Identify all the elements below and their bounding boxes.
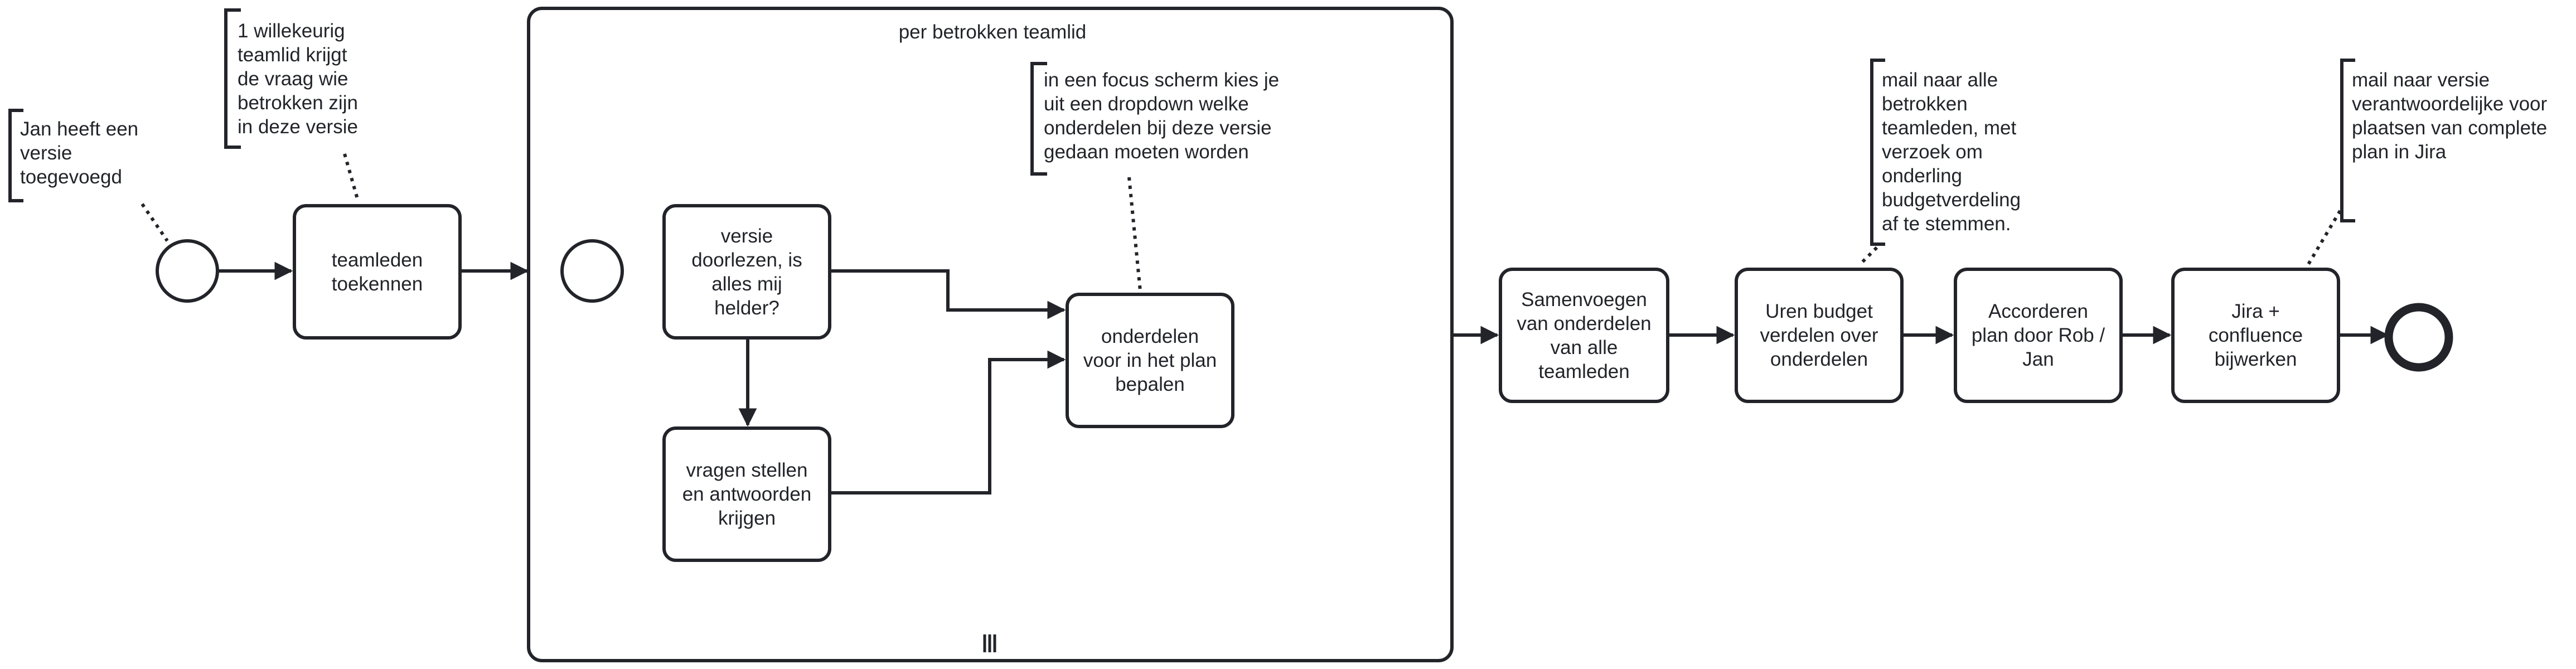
- multi-instance-marker: [983, 634, 996, 652]
- annotation-mail-owner: mail naar versie verantwoordelijke voor …: [2352, 69, 2548, 163]
- association-focus: [1127, 177, 1142, 292]
- annotation-bracket-jan: [8, 109, 23, 202]
- association-mail-all: [1858, 246, 1878, 266]
- annotation-bracket-mail-owner: [2340, 59, 2355, 222]
- subprocess-title: per betrokken teamlid: [898, 21, 1087, 43]
- association-mail-owner: [2307, 210, 2342, 265]
- task-assign-members: teamleden toekennen: [293, 204, 462, 340]
- task-determine-parts: onderdelen voor in het plan bepalen: [1066, 293, 1234, 428]
- task-distribute-hours: Uren budget verdelen over onderdelen: [1735, 268, 1904, 403]
- annotation-jan-added: Jan heeft een versie toegevoegd: [20, 118, 139, 188]
- annotation-mail-all: mail naar alle betrokken teamleden, met …: [1882, 69, 2021, 235]
- annotation-focus-screen: in een focus scherm kies je uit een drop…: [1044, 69, 1280, 163]
- annotation-bracket-random-member: [224, 8, 241, 149]
- annotation-bracket-focus: [1030, 62, 1047, 176]
- task-approve-plan: Accorderen plan door Rob / Jan: [1954, 268, 2123, 403]
- association-random-member: [343, 153, 360, 201]
- task-ask-questions: vragen stellen en antwoorden krijgen: [662, 426, 831, 562]
- task-read-version: versie doorlezen, is alles mij helder?: [662, 204, 831, 340]
- start-event: [156, 239, 219, 303]
- flow-questions-to-determine: [831, 350, 1066, 495]
- flow-read-to-determine: [831, 269, 1066, 319]
- task-update-jira: Jira + confluence bijwerken: [2171, 268, 2340, 403]
- association-jan: [141, 203, 169, 242]
- annotation-random-member: 1 willekeurig teamlid krijgt de vraag wi…: [238, 20, 358, 138]
- task-merge-parts: Samenvoegen van onderdelen van alle team…: [1499, 268, 1669, 403]
- subprocess-start-event: [560, 239, 624, 303]
- annotation-bracket-mail-all: [1870, 59, 1885, 246]
- end-event: [2384, 303, 2453, 372]
